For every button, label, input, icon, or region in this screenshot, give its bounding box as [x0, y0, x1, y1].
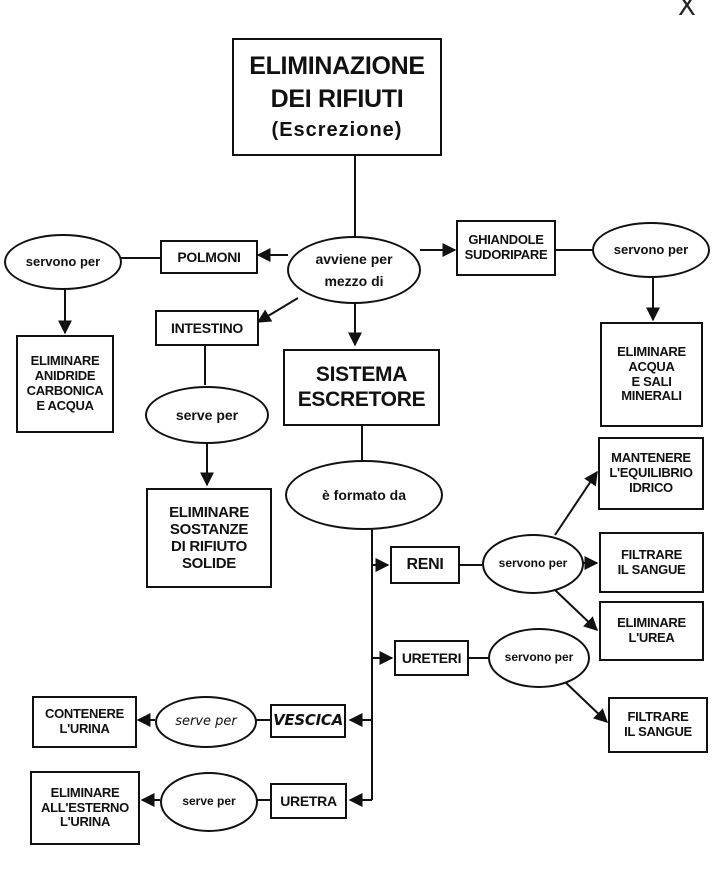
corner-mark: X — [678, 0, 696, 22]
line-reni-fn1 — [554, 470, 598, 536]
ghiandole-box: GHIANDOLE SUDORIPARE — [456, 220, 556, 276]
reni-box: RENI — [390, 546, 460, 584]
title-line-3: (Escrezione) — [271, 119, 403, 142]
ureteri-box: URETERI — [394, 640, 469, 676]
servono-left-ellipse: servono per — [4, 234, 122, 290]
title-line-2: DEI RIFIUTI — [270, 84, 404, 113]
uretra-function-box: ELIMINARE ALL'ESTERNO L'URINA — [30, 771, 140, 845]
serve-vescica-ellipse: serve per — [155, 696, 257, 748]
serve-intestino-ellipse: serve per — [145, 386, 269, 444]
serve-uretra-ellipse: serve per — [160, 772, 258, 832]
hub-ellipse: avviene per mezzo di — [287, 236, 421, 304]
intestino-function-box: ELIMINARE SOSTANZE DI RIFIUTO SOLIDE — [146, 488, 272, 588]
vescica-function-box: CONTENERE L'URINA — [32, 696, 137, 748]
servono-ureteri-ellipse: servono per — [488, 628, 590, 688]
polmoni-box: POLMONI — [160, 240, 258, 274]
reni-function-1: MANTENERE L'EQUILIBRIO IDRICO — [598, 437, 704, 510]
vescica-box: VESCICA — [270, 704, 346, 738]
line-reni-fn3 — [554, 589, 599, 631]
ureteri-function-box: FILTRARE IL SANGUE — [608, 697, 708, 753]
sistema-escretore-box: SISTEMA ESCRETORE — [283, 349, 440, 426]
uretra-box: URETRA — [270, 783, 347, 819]
intestino-box: INTESTINO — [155, 310, 259, 346]
servono-reni-ellipse: servono per — [482, 534, 584, 594]
title-line-1: ELIMINAZIONE — [249, 51, 425, 80]
formato-ellipse: è formato da — [285, 460, 443, 530]
reni-function-3: ELIMINARE L'UREA — [599, 601, 704, 661]
title-box: ELIMINAZIONE DEI RIFIUTI (Escrezione) — [232, 38, 442, 156]
reni-function-2: FILTRARE IL SANGUE — [599, 532, 704, 593]
ghiandole-function-box: ELIMINARE ACQUA E SALI MINERALI — [600, 322, 703, 427]
line-ureteri-fn — [562, 679, 609, 723]
polmoni-function-box: ELIMINARE ANIDRIDE CARBONICA E ACQUA — [16, 335, 114, 433]
line-hub-intestino — [256, 297, 299, 323]
servono-right-ellipse: servono per — [592, 222, 710, 278]
